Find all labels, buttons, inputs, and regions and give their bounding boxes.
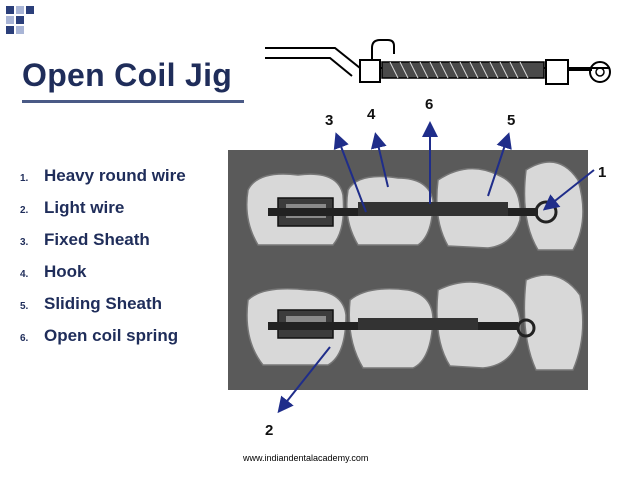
parts-list: 1.Heavy round wire 2.Light wire 3.Fixed … <box>20 166 186 358</box>
label-2: 2 <box>265 422 274 439</box>
slide-title: Open Coil Jig <box>22 57 233 93</box>
footer-url: www.indiandentalacademy.com <box>243 453 369 463</box>
corner-decoration <box>0 0 60 44</box>
label-6: 6 <box>425 96 434 113</box>
list-item: 5.Sliding Sheath <box>20 294 163 313</box>
label-3: 3 <box>325 112 334 129</box>
jig-line-drawing <box>265 39 611 85</box>
appliance-photo <box>228 150 588 390</box>
list-item: 1.Heavy round wire <box>20 166 186 185</box>
label-5: 5 <box>507 112 516 129</box>
label-1: 1 <box>598 164 607 181</box>
list-item: 3.Fixed Sheath <box>20 230 150 249</box>
title-underline <box>22 100 244 103</box>
label-4: 4 <box>367 106 376 123</box>
list-item: 6.Open coil spring <box>20 326 179 345</box>
list-item: 4.Hook <box>20 262 87 281</box>
list-item: 2.Light wire <box>20 198 125 217</box>
